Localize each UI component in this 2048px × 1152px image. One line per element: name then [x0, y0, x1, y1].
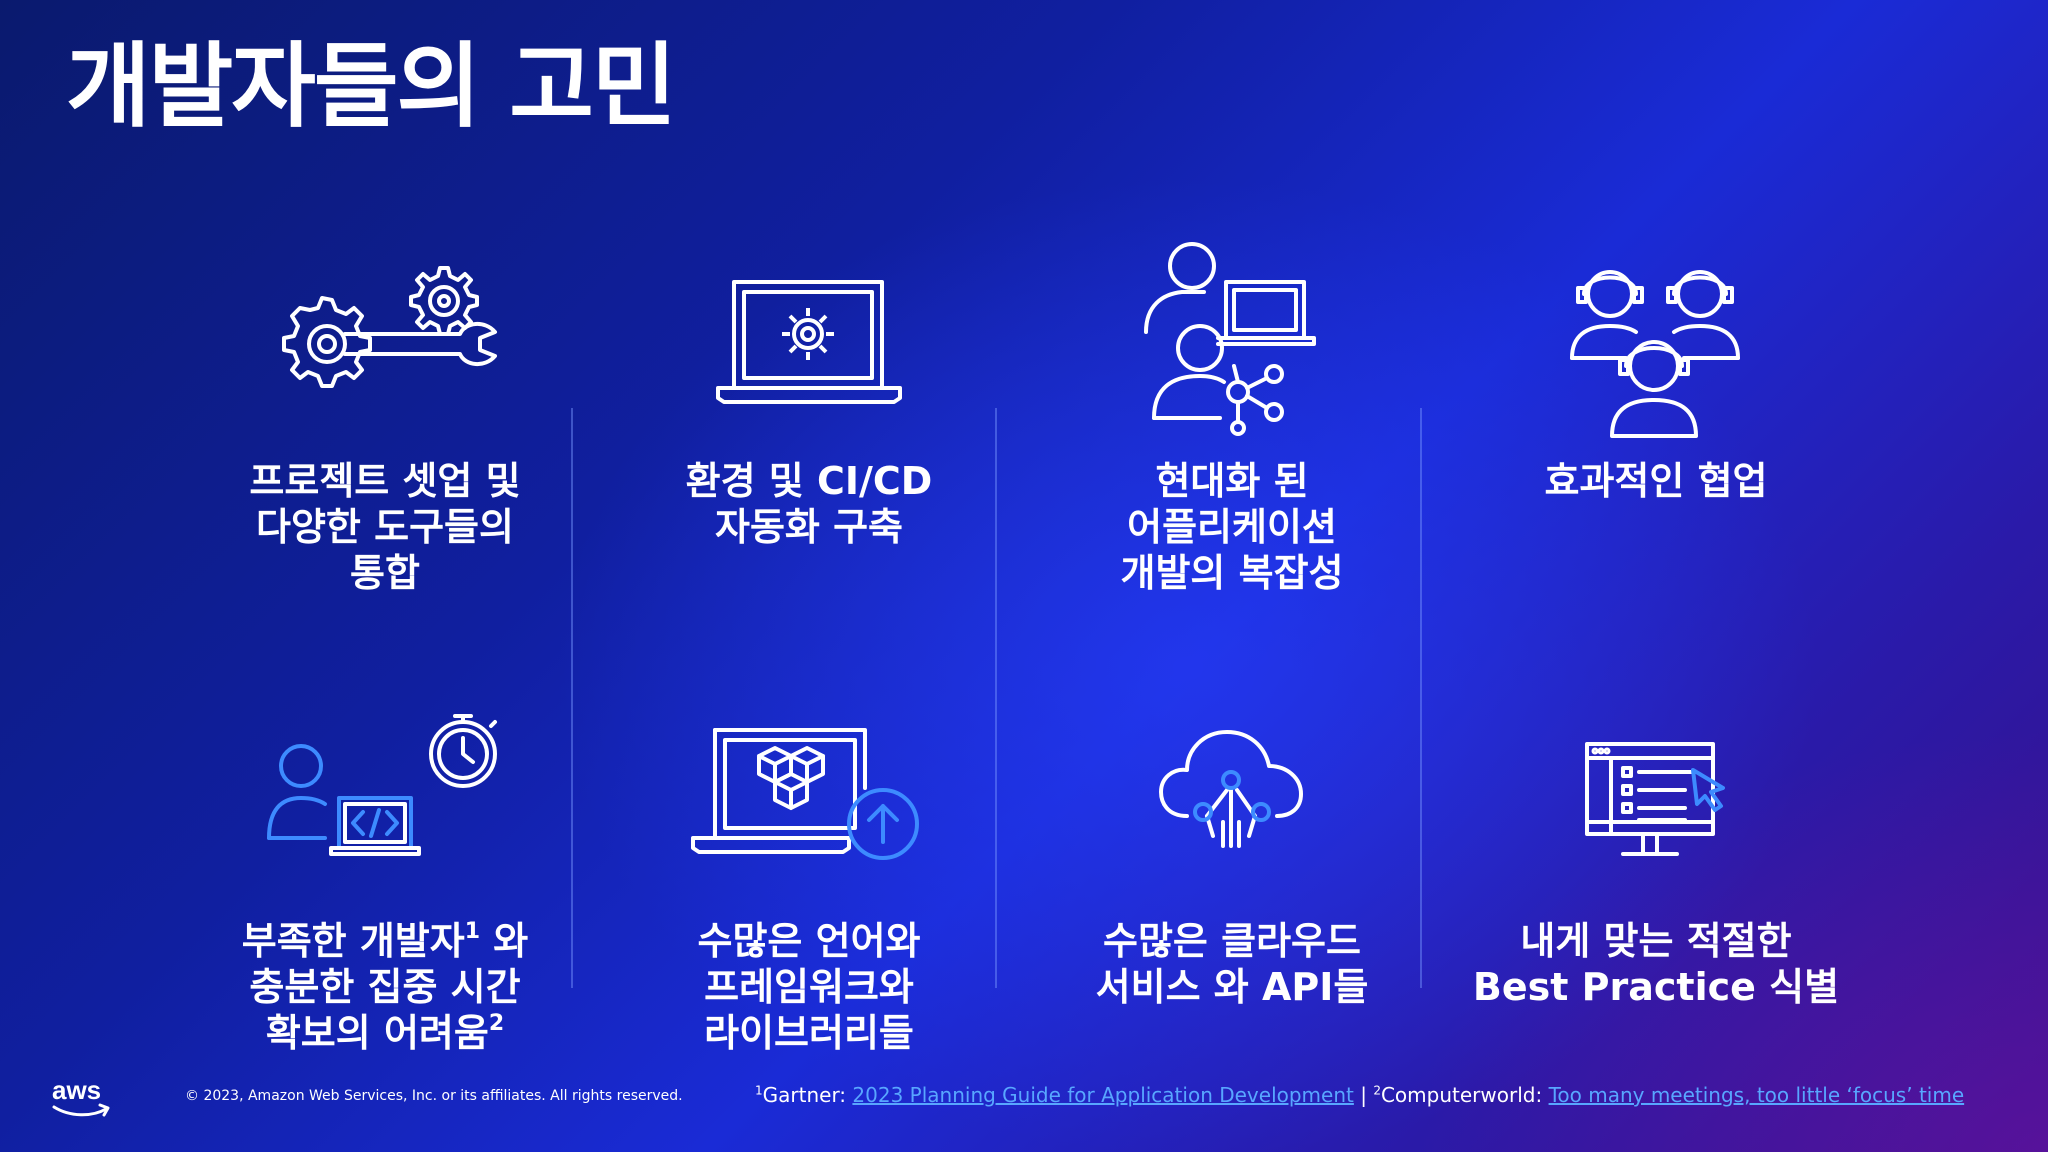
developer-stopwatch-icon [267, 714, 497, 856]
monitor-checklist-cursor-icon [1585, 742, 1725, 856]
challenge-label: 환경 및 CI/CD 자동화 구축 [685, 459, 933, 549]
challenge-label: 효과적인 협업 [1544, 459, 1768, 503]
cloud-network-icon [1159, 730, 1303, 848]
computerworld-citation-link[interactable]: Too many meetings, too little ‘focus’ ti… [1548, 1083, 1965, 1107]
aws-logo-text: aws [52, 1075, 101, 1105]
column-divider [571, 408, 573, 988]
column-divider [995, 408, 997, 988]
citation-separator: | [1353, 1083, 1374, 1107]
team-headsets-icon [1570, 270, 1740, 438]
copyright-notice: © 2023, Amazon Web Services, Inc. or its… [185, 1088, 683, 1104]
challenge-label: 내게 맞는 적절한 Best Practice 식별 [1472, 919, 1840, 1009]
gears-wrench-icon [282, 266, 497, 388]
laptop-gear-icon [716, 280, 902, 404]
laptop-blocks-upload-icon [691, 728, 919, 860]
gartner-citation-link[interactable]: 2023 Planning Guide for Application Deve… [852, 1083, 1354, 1107]
citation-source: Gartner: [762, 1083, 853, 1107]
footnote-marker: 2 [1373, 1083, 1381, 1098]
challenge-label: 프로젝트 셋업 및 다양한 도구들의 통합 [249, 459, 521, 595]
citation-source: Computerworld: [1380, 1083, 1549, 1107]
column-divider [1420, 408, 1422, 988]
challenge-label: 부족한 개발자1 와 충분한 집중 시간 확보의 어려움2 [175, 918, 595, 1056]
challenge-label: 현대화 된 어플리케이션 개발의 복잡성 [1120, 459, 1344, 595]
footnote-ref: 2 [488, 1011, 505, 1037]
aws-logo: aws [52, 1075, 110, 1117]
citations: 1Gartner: 2023 Planning Guide for Applic… [755, 1083, 1964, 1107]
page-title: 개발자들의 고민 [66, 33, 677, 140]
challenge-label: 수많은 언어와 프레임워크와 라이브러리들 [697, 919, 921, 1055]
people-laptop-network-icon [1144, 242, 1316, 436]
challenge-label-text: 부족한 개발자 [241, 919, 465, 963]
footnote-marker: 1 [755, 1083, 763, 1098]
footnote-ref: 1 [464, 919, 481, 945]
challenge-label: 수많은 클라우드 서비스 와 API들 [1095, 919, 1369, 1009]
challenge-label-text: 와 충분한 집중 시간 확보의 어려움 [249, 919, 529, 1055]
